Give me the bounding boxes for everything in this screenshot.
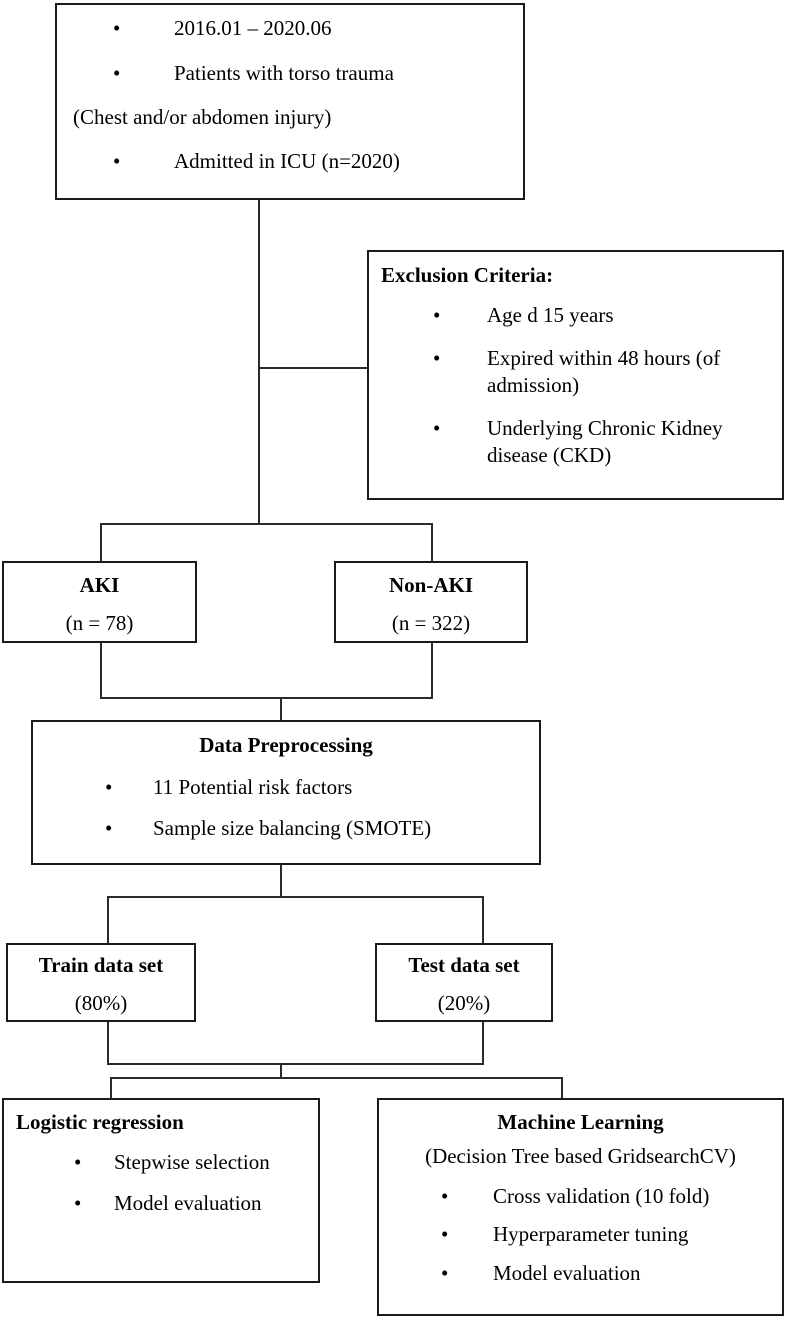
connector-merge-bar-models bbox=[107, 1063, 484, 1065]
cohort-bullet-0: 2016.01 – 2020.06 bbox=[174, 16, 332, 40]
aki-count: (n = 78) bbox=[65, 611, 134, 636]
connector-train-drop bbox=[107, 896, 109, 944]
connector-aki-drop bbox=[100, 523, 102, 562]
list-item: • Age d 15 years bbox=[381, 302, 768, 329]
connector-aki-out bbox=[100, 643, 102, 699]
connector-test-drop bbox=[482, 896, 484, 944]
list-item: • Stepwise selection bbox=[16, 1149, 308, 1176]
test-percent: (20%) bbox=[437, 991, 491, 1016]
bullet-icon: • bbox=[105, 816, 113, 841]
bullet-icon: • bbox=[433, 303, 441, 328]
preprocess-bullet-list: • 11 Potential risk factors • Sample siz… bbox=[43, 774, 529, 842]
non-aki-title: Non-AKI bbox=[388, 573, 473, 597]
connector-aki-split-bar bbox=[100, 523, 433, 525]
bullet-icon: • bbox=[441, 1183, 449, 1208]
aki-title: AKI bbox=[79, 573, 120, 597]
exclusion-bullet-list: • Age d 15 years • Expired within 48 hou… bbox=[381, 302, 768, 468]
connector-merge-bar-preprocess bbox=[100, 697, 433, 699]
list-item: • Admitted in ICU (n=2020) bbox=[69, 148, 511, 175]
bullet-icon: • bbox=[433, 415, 441, 440]
list-item: • Patients with torso trauma bbox=[69, 60, 511, 87]
connector-cohort-vertical bbox=[258, 200, 260, 524]
bullet-icon: • bbox=[113, 16, 121, 40]
node-train-data-set: Train data set (80%) bbox=[6, 943, 196, 1022]
connector-traintest-split-bar bbox=[107, 896, 484, 898]
node-test-data-set: Test data set (20%) bbox=[375, 943, 553, 1022]
node-cohort: • 2016.01 – 2020.06 • Patients with tors… bbox=[55, 3, 525, 200]
bullet-icon: • bbox=[441, 1222, 449, 1247]
node-logistic-regression: Logistic regression • Stepwise selection… bbox=[2, 1098, 320, 1283]
connector-train-out bbox=[107, 1022, 109, 1064]
bullet-icon: • bbox=[113, 60, 121, 85]
connector-nonaki-drop bbox=[431, 523, 433, 562]
non-aki-count: (n = 322) bbox=[391, 611, 471, 636]
exclusion-bullet-2: Underlying Chronic Kidney disease (CKD) bbox=[487, 415, 723, 467]
test-title: Test data set bbox=[408, 953, 520, 977]
list-item: • 11 Potential risk factors bbox=[43, 774, 529, 801]
node-exclusion-criteria: Exclusion Criteria: • Age d 15 years • E… bbox=[367, 250, 784, 500]
cohort-bullet-list-2: • Admitted in ICU (n=2020) bbox=[69, 148, 511, 175]
ml-title: Machine Learning bbox=[497, 1110, 664, 1134]
cohort-subline: (Chest and/or abdomen injury) bbox=[73, 104, 332, 129]
list-item: • Model evaluation bbox=[389, 1260, 772, 1287]
list-item: • Sample size balancing (SMOTE) bbox=[43, 815, 529, 842]
connector-test-out bbox=[482, 1022, 484, 1064]
exclusion-bullet-1: Expired within 48 hours (of admission) bbox=[487, 346, 721, 397]
logistic-bullet-0: Stepwise selection bbox=[114, 1150, 270, 1175]
node-non-aki: Non-AKI (n = 322) bbox=[334, 561, 528, 643]
train-percent: (80%) bbox=[74, 991, 128, 1016]
list-item: • Model evaluation bbox=[16, 1190, 308, 1217]
list-item: • Underlying Chronic Kidney disease (CKD… bbox=[381, 415, 768, 469]
bullet-icon: • bbox=[113, 148, 121, 173]
connector-ml-drop bbox=[561, 1077, 563, 1099]
connector-into-preprocess bbox=[280, 697, 282, 721]
list-item: • 2016.01 – 2020.06 bbox=[69, 15, 511, 42]
exclusion-bullet-0: Age d 15 years bbox=[487, 303, 614, 328]
node-machine-learning: Machine Learning (Decision Tree based Gr… bbox=[377, 1098, 784, 1316]
exclusion-title: Exclusion Criteria: bbox=[381, 263, 554, 287]
bullet-icon: • bbox=[74, 1150, 82, 1175]
logistic-bullet-list: • Stepwise selection • Model evaluation bbox=[16, 1149, 308, 1217]
connector-logistic-drop bbox=[110, 1077, 112, 1099]
ml-bullet-0: Cross validation (10 fold) bbox=[493, 1183, 710, 1208]
bullet-icon: • bbox=[441, 1261, 449, 1286]
list-item: • Hyperparameter tuning bbox=[389, 1221, 772, 1248]
cohort-bullet-list: • 2016.01 – 2020.06 • Patients with tors… bbox=[69, 15, 511, 87]
ml-bullet-2: Model evaluation bbox=[493, 1261, 641, 1286]
bullet-icon: • bbox=[105, 775, 113, 800]
cohort-bullet-1: Patients with torso trauma bbox=[174, 60, 394, 85]
connector-models-stem bbox=[280, 1063, 282, 1078]
connector-preprocess-out bbox=[280, 865, 282, 898]
connector-models-split-bar bbox=[110, 1077, 563, 1079]
logistic-title: Logistic regression bbox=[16, 1110, 184, 1134]
bullet-icon: • bbox=[433, 346, 441, 371]
preprocess-bullet-0: 11 Potential risk factors bbox=[153, 775, 353, 800]
preprocess-bullet-1: Sample size balancing (SMOTE) bbox=[153, 816, 432, 841]
train-title: Train data set bbox=[38, 953, 164, 977]
node-data-preprocessing: Data Preprocessing • 11 Potential risk f… bbox=[31, 720, 541, 865]
preprocess-title: Data Preprocessing bbox=[199, 733, 373, 757]
list-item: • Cross validation (10 fold) bbox=[389, 1183, 772, 1210]
ml-subtitle: (Decision Tree based GridsearchCV) bbox=[425, 1144, 736, 1169]
ml-bullet-1: Hyperparameter tuning bbox=[493, 1222, 689, 1247]
node-aki: AKI (n = 78) bbox=[2, 561, 197, 643]
list-item: • Expired within 48 hours (of admission) bbox=[381, 345, 768, 399]
connector-exclusion-branch bbox=[258, 367, 369, 369]
ml-bullet-list: • Cross validation (10 fold) • Hyperpara… bbox=[389, 1183, 772, 1288]
bullet-icon: • bbox=[74, 1191, 82, 1216]
cohort-bullet-2: Admitted in ICU (n=2020) bbox=[174, 148, 400, 173]
logistic-bullet-1: Model evaluation bbox=[114, 1191, 262, 1216]
connector-nonaki-out bbox=[431, 643, 433, 699]
